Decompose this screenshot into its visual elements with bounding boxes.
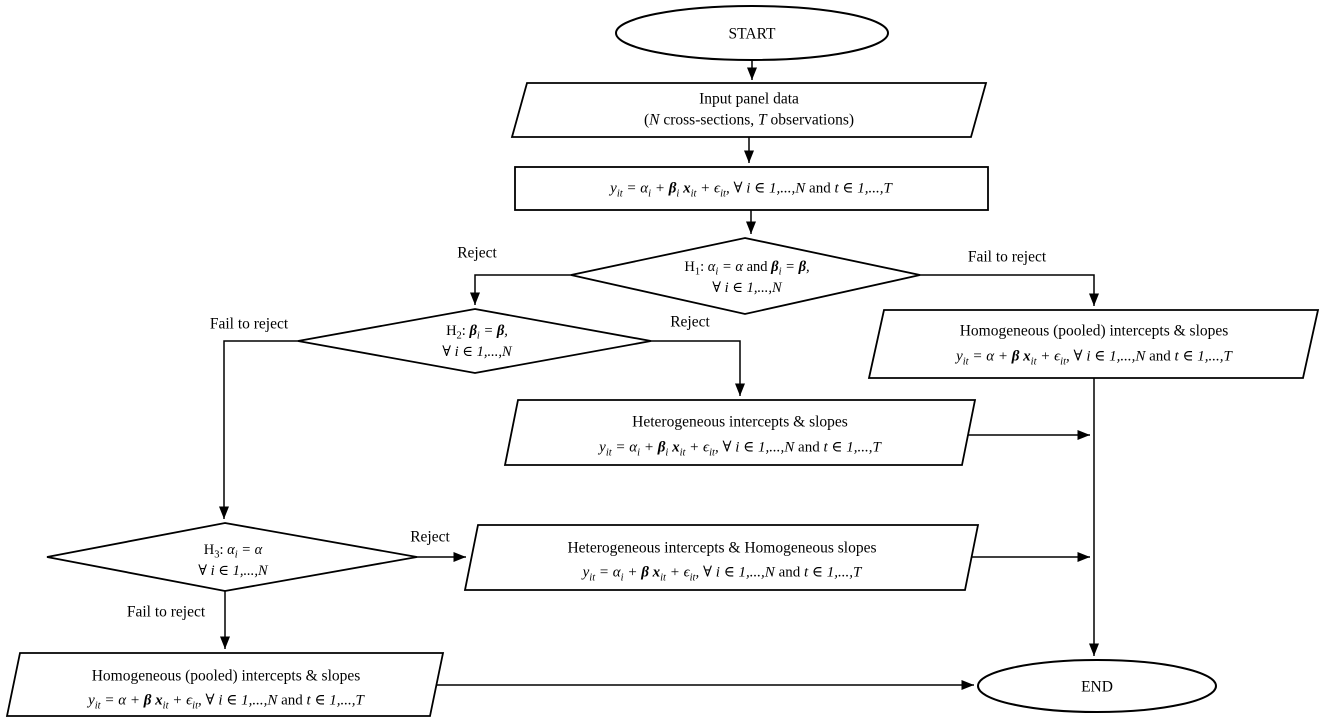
h1-reject-label: Reject (457, 244, 497, 262)
start-label: START (728, 25, 776, 43)
h3-reject-label: Reject (410, 528, 450, 546)
start-node (615, 5, 889, 61)
model-rectangle (514, 166, 989, 211)
input-subtitle: (N cross-sections, T observations) (643, 111, 855, 129)
heterogeneous-parallelogram (503, 399, 977, 466)
pooled-right-parallelogram (867, 309, 1320, 379)
end-node (977, 659, 1217, 713)
pooled-bottom-parallelogram (5, 652, 445, 717)
h2-reject-label: Reject (670, 313, 710, 331)
h2-decision-diamond (297, 308, 652, 374)
model-equation: yit = αi + βi xit + ϵit, ∀ i ∈ 1,...,N a… (610, 180, 892, 200)
h3-fail-label: Fail to reject (126, 603, 206, 621)
edge-h1-reject-to-h2 (469, 274, 571, 305)
end-label: END (1081, 678, 1113, 696)
h3-quantifier: ∀ i ∈ 1,...,N (198, 562, 268, 579)
het-hom-title: Heterogeneous intercepts & Homogeneous s… (567, 539, 877, 557)
h2-quantifier: ∀ i ∈ 1,...,N (442, 343, 512, 360)
het-intercepts-hom-slopes-parallelogram (463, 524, 980, 591)
edge-h2-fail-to-h3 (218, 340, 298, 519)
pooled-bottom-title: Homogeneous (pooled) intercepts & slopes (91, 667, 361, 685)
input-title: Input panel data (699, 90, 799, 108)
h1-quantifier: ∀ i ∈ 1,...,N (712, 279, 782, 296)
h1-hypothesis: H1: αi = α and βi = β, (684, 258, 810, 278)
h3-hypothesis: H3: αi = α (203, 541, 263, 561)
pooled-right-equation: yit = α + β xit + ϵit, ∀ i ∈ 1,...,N and… (956, 348, 1232, 368)
pooled-right-title: Homogeneous (pooled) intercepts & slopes (959, 322, 1229, 340)
h2-fail-label: Fail to reject (209, 315, 289, 333)
heterogeneous-title: Heterogeneous intercepts & slopes (632, 413, 848, 431)
h1-fail-label: Fail to reject (967, 248, 1047, 266)
h1-decision-diamond (570, 237, 921, 315)
het-hom-equation: yit = αi + β xit + ϵit, ∀ i ∈ 1,...,N an… (582, 564, 862, 584)
edge-h2-reject-to-heterogeneous (651, 340, 746, 396)
heterogeneous-equation: yit = αi + βi xit + ϵit, ∀ i ∈ 1,...,N a… (599, 439, 881, 459)
edge-h1-fail-to-pooled-right (920, 274, 1100, 306)
pooled-bottom-equation: yit = α + β xit + ϵit, ∀ i ∈ 1,...,N and… (88, 692, 364, 712)
input-parallelogram (510, 82, 988, 138)
h2-hypothesis: H2: βi = β, (446, 322, 508, 342)
